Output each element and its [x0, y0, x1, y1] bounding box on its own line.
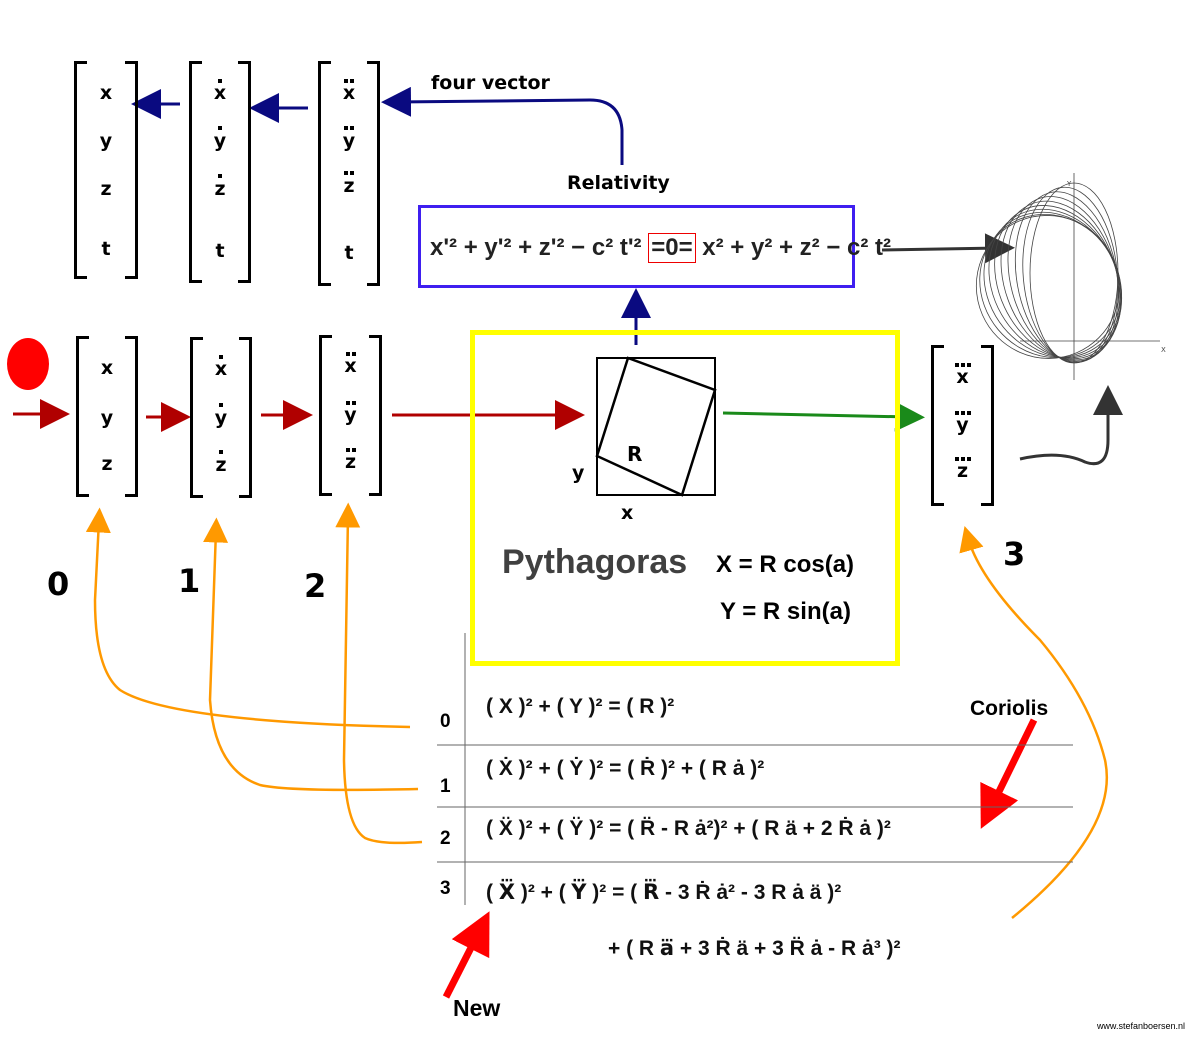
entry-x: x — [99, 82, 113, 104]
eq-row-num-3: 3 — [440, 878, 451, 899]
mid-vector-1: x y z — [190, 337, 252, 498]
graph-y-label: Y — [1066, 180, 1072, 188]
dot-marker — [189, 172, 251, 180]
relativity-left: x'² + y'² + z'² − c² t'² — [430, 234, 642, 261]
link-arrow-0 — [85, 507, 411, 729]
entry-x-dot: x — [214, 358, 228, 380]
link-arrow-1 — [203, 517, 419, 792]
mid-vector-0: x y z — [76, 336, 138, 497]
equals-zero-highlight: =0= — [648, 233, 696, 263]
orbit-graph — [975, 173, 1160, 380]
watermark: www.stefanboersen.nl — [1096, 1021, 1185, 1031]
arrow-3-to-graph — [1019, 385, 1123, 466]
equation-3: ( X⃛ )² + ( Y⃛ )² = ( R⃛ - 3 Ṙ ȧ² - 3 R … — [486, 881, 842, 904]
triple-dot-marker — [931, 455, 994, 463]
square-y-label: y — [572, 462, 585, 484]
link-arrow-2 — [335, 502, 423, 845]
entry-x-tdot: x — [956, 366, 969, 388]
equation-0: ( X )² + ( Y )² = ( R )² — [486, 695, 675, 718]
square-x-label: x — [621, 502, 634, 524]
relativity-right: x² + y² + z² − c² t² — [702, 234, 891, 261]
new-label: New — [453, 995, 501, 1021]
equation-3-continued: + ( R a⃛ + 3 Ṙ ä + 3 R̈ ȧ - R ȧ³ )² — [608, 937, 901, 960]
entry-z-dot: z — [214, 178, 226, 200]
outer-square — [596, 357, 716, 496]
double-dot-marker — [318, 169, 380, 177]
pythagoras-box — [470, 330, 900, 666]
order-label-0: 0 — [47, 565, 70, 603]
eq-row-num-2: 2 — [440, 828, 451, 849]
arrow-four-vector — [381, 86, 624, 165]
pythagoras-title: Pythagoras — [502, 543, 688, 581]
entry-t: t — [101, 238, 111, 260]
entry-y-ddot: y — [344, 404, 357, 426]
entry-z: z — [100, 178, 112, 200]
eq-row-num-1: 1 — [440, 776, 451, 797]
graph-x-label: X — [1161, 346, 1166, 354]
order-label-2: 2 — [304, 567, 327, 605]
entry-z-ddot: z — [343, 175, 355, 197]
dot-marker — [189, 124, 251, 132]
rotated-square — [595, 356, 717, 497]
x-cos-equation: X = R cos(a) — [716, 551, 855, 578]
order-label-3: 3 — [1003, 535, 1026, 573]
top-vector-1: x y z t — [189, 61, 251, 283]
entry-y-dot: y — [214, 407, 228, 429]
top-vector-2: x y z t — [318, 61, 380, 286]
arrow-relativity-to-graph — [881, 233, 1015, 264]
dot-marker — [190, 401, 252, 409]
equation-1: ( Ẋ )² + ( Ẏ )² = ( Ṙ )² + ( R ȧ )² — [486, 757, 765, 780]
entry-z-tdot: z — [956, 460, 969, 482]
entry-y-ddot: y — [342, 130, 356, 152]
square-r-label: R — [627, 442, 643, 466]
entry-x-ddot: x — [344, 355, 357, 377]
entry-y: y — [100, 407, 114, 429]
orbit-curve — [983, 211, 1122, 358]
mid-vector-3: x y z — [931, 345, 994, 506]
double-dot-marker — [319, 446, 382, 454]
orbit-curve — [975, 215, 1120, 359]
double-dot-marker — [319, 399, 382, 407]
link-arrow-3 — [959, 525, 1109, 919]
order-label-1: 1 — [178, 562, 201, 600]
mid-vector-2: x y z — [319, 335, 382, 496]
entry-t: t — [344, 242, 354, 264]
orbit-curve — [979, 213, 1122, 358]
dot-marker — [190, 353, 252, 361]
relativity-equation: x'² + y'² + z'² − c² t'² =0= x² + y² + z… — [430, 233, 891, 263]
double-dot-marker — [319, 350, 382, 358]
orbit-curve — [1007, 196, 1120, 362]
new-arrow — [442, 911, 490, 999]
double-dot-marker — [318, 124, 380, 132]
entry-z-dot: z — [215, 454, 227, 476]
entry-z: z — [101, 453, 113, 475]
dot-marker — [189, 77, 251, 85]
entry-x: x — [100, 357, 114, 379]
coriolis-arrow — [980, 718, 1038, 829]
arrow-pythagoras-to-3 — [722, 401, 925, 432]
triple-dot-marker — [931, 409, 994, 417]
particle-dot — [7, 338, 49, 390]
relativity-label: Relativity — [567, 172, 670, 194]
triple-dot-marker — [931, 361, 994, 369]
entry-x-dot: x — [213, 82, 227, 104]
entry-x-ddot: x — [342, 82, 356, 104]
eq-row-num-0: 0 — [440, 711, 451, 732]
dot-marker — [190, 448, 252, 456]
y-sin-equation: Y = R sin(a) — [720, 598, 851, 625]
relativity-box — [418, 205, 855, 288]
top-vector-0: x y z t — [74, 61, 138, 279]
equation-2: ( Ẍ )² + ( Ÿ )² = ( R̈ - R ȧ²)² + ( R ä … — [486, 817, 891, 840]
entry-y: y — [99, 130, 113, 152]
coriolis-label: Coriolis — [970, 697, 1049, 720]
entry-y-tdot: y — [956, 414, 969, 436]
entry-t: t — [215, 240, 225, 262]
double-dot-marker — [318, 77, 380, 85]
orbit-curve — [1000, 200, 1121, 361]
entry-y-dot: y — [213, 130, 227, 152]
four-vector-label: four vector — [431, 72, 550, 94]
entry-z-ddot: z — [344, 451, 357, 473]
